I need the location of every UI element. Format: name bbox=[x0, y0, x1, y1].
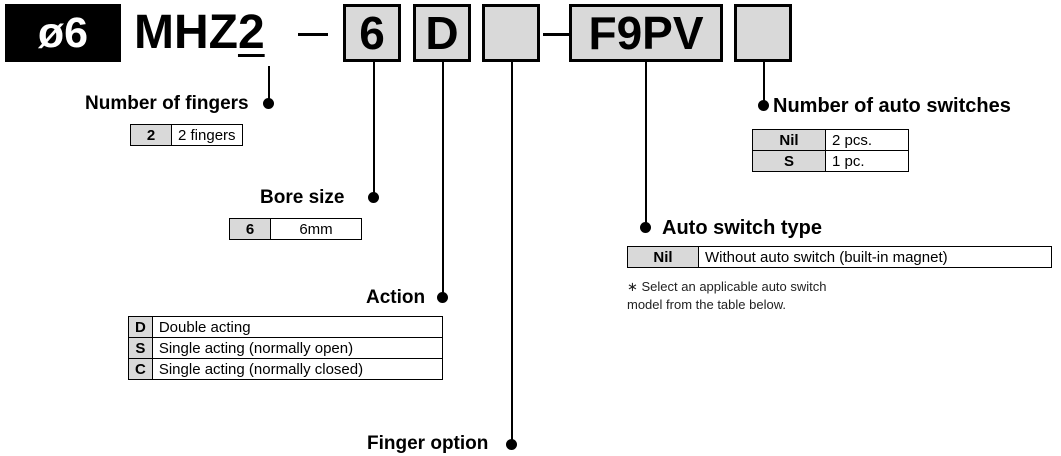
option-code: Nil bbox=[752, 129, 826, 151]
option-desc: Single acting (normally closed) bbox=[151, 358, 443, 380]
code-box-bore: 6 bbox=[343, 4, 401, 62]
table-row: Nil 2 pcs. bbox=[752, 129, 909, 151]
leader-dot-switch-type bbox=[640, 222, 651, 233]
action-table: D Double acting S Single acting (normall… bbox=[128, 316, 443, 380]
leader-action bbox=[442, 62, 444, 297]
option-desc: Double acting bbox=[151, 316, 443, 338]
leader-switch-type-v bbox=[645, 62, 647, 227]
table-row: 6 6mm bbox=[229, 218, 362, 240]
table-row: S 1 pc. bbox=[752, 150, 909, 172]
leader-dot-finger-option bbox=[506, 439, 517, 450]
leader-fingers bbox=[268, 66, 270, 103]
fingers-table: 2 2 fingers bbox=[130, 124, 243, 146]
action-label: Action bbox=[366, 287, 426, 308]
table-row: Nil Without auto switch (built-in magnet… bbox=[627, 246, 1052, 268]
leader-bore bbox=[373, 62, 375, 197]
option-desc: 1 pc. bbox=[825, 150, 909, 172]
leader-dot-switch-count bbox=[758, 100, 769, 111]
option-code: D bbox=[128, 316, 153, 338]
series-fingers-digit: 2 bbox=[237, 6, 265, 59]
option-desc: Without auto switch (built-in magnet) bbox=[698, 246, 1052, 268]
bore-badge: ø6 bbox=[5, 4, 121, 62]
finger-option-label: Finger option bbox=[367, 433, 489, 454]
table-row: D Double acting bbox=[128, 316, 443, 338]
series-code: MHZ2 bbox=[134, 4, 265, 62]
table-row: C Single acting (normally closed) bbox=[128, 358, 443, 380]
code-box-switch-count bbox=[734, 4, 792, 62]
table-row: 2 2 fingers bbox=[130, 124, 243, 146]
option-desc: 6mm bbox=[270, 218, 362, 240]
option-code: S bbox=[752, 150, 826, 172]
leader-dot-bore bbox=[368, 192, 379, 203]
bore-size-label: Bore size bbox=[260, 187, 345, 208]
leader-finger-option bbox=[511, 62, 513, 444]
option-code: Nil bbox=[627, 246, 699, 268]
series-prefix: MHZ bbox=[134, 6, 238, 59]
separator-dash bbox=[543, 33, 569, 36]
option-code: 6 bbox=[229, 218, 271, 240]
leader-dot-fingers bbox=[263, 98, 274, 109]
code-box-action: D bbox=[413, 4, 471, 62]
code-box-switch-type: F9PV bbox=[569, 4, 723, 62]
option-desc: 2 pcs. bbox=[825, 129, 909, 151]
auto-switch-type-table: Nil Without auto switch (built-in magnet… bbox=[627, 246, 1052, 268]
fingers-label: Number of fingers bbox=[85, 93, 249, 114]
separator-dash bbox=[298, 33, 328, 36]
leader-dot-action bbox=[437, 292, 448, 303]
option-desc: 2 fingers bbox=[171, 124, 243, 146]
option-desc: Single acting (normally open) bbox=[151, 337, 443, 359]
leader-switch-count bbox=[763, 62, 765, 105]
code-box-finger-option bbox=[482, 4, 540, 62]
bore-size-table: 6 6mm bbox=[229, 218, 362, 240]
auto-switch-count-label: Number of auto switches bbox=[773, 95, 1011, 117]
option-code: C bbox=[128, 358, 153, 380]
option-code: S bbox=[128, 337, 153, 359]
auto-switch-count-table: Nil 2 pcs. S 1 pc. bbox=[752, 129, 909, 172]
auto-switch-note: ∗ Select an applicable auto switch model… bbox=[627, 279, 827, 312]
auto-switch-type-label: Auto switch type bbox=[662, 217, 823, 239]
table-row: S Single acting (normally open) bbox=[128, 337, 443, 359]
option-code: 2 bbox=[130, 124, 172, 146]
